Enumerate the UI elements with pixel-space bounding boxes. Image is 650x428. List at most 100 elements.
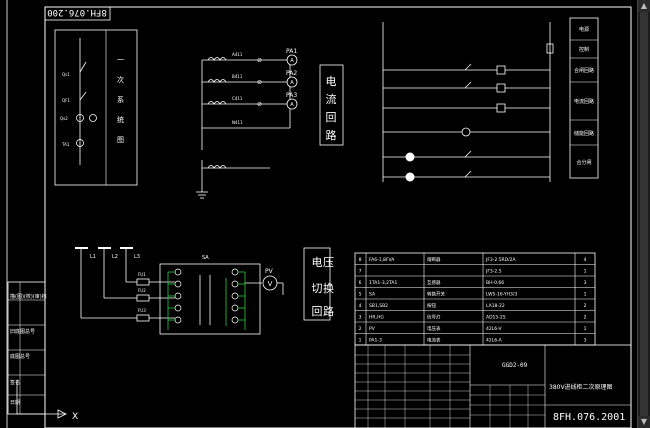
bom-cell-spec: 42L6-A <box>486 337 503 343</box>
drawing-code-top: 8FH.076.200 <box>47 7 107 17</box>
bom-cell-qty: 3 <box>584 280 587 286</box>
legend-0: 电源 <box>579 26 589 33</box>
bom-cell-name: 互感器 <box>427 279 441 286</box>
primary-title-1: 一 <box>117 56 124 64</box>
side-label-3: 签名 <box>10 379 20 386</box>
title-block: GGD2-09 380V进线柜二次原理图 8FH.076.2001 <box>354 344 632 428</box>
scroll-thumb[interactable] <box>640 12 648 416</box>
svg-text:A: A <box>290 102 294 108</box>
drawing-code-bottom: 8FH.076.2001 <box>553 412 625 423</box>
primary-label-qs2: Qs2 <box>60 116 68 121</box>
bom-cell-code: PV <box>369 326 376 332</box>
primary-title-3: 系 <box>117 95 124 104</box>
vertical-scrollbar[interactable]: ▲ ▼ <box>637 0 650 428</box>
current-title-2: 流 <box>326 92 337 106</box>
bom-cell-name: 熔断器 <box>427 256 441 263</box>
bom-cell-code: PA1-3 <box>369 337 382 343</box>
legend-4: 储能回路 <box>574 130 594 137</box>
bom-cell-no: 1 <box>359 337 362 343</box>
svg-text:V: V <box>268 280 273 288</box>
legend-1: 控制 <box>579 46 589 53</box>
bom-cell-name: 信号灯 <box>427 313 441 320</box>
legend-5: 合分闸 <box>576 159 591 166</box>
scroll-up-icon[interactable]: ▲ <box>638 0 650 12</box>
bom-cell-code: 1TA1-3,2TA1 <box>369 280 397 286</box>
ct-line-a: A411 <box>232 52 243 57</box>
primary-title-2: 次 <box>117 75 124 84</box>
primary-label-ta1: TA1 <box>61 142 70 147</box>
primary-title-5: 图 <box>117 136 124 144</box>
switch-sa-label: SA <box>202 255 209 261</box>
voltage-title-3: 切 <box>312 282 323 295</box>
bom-cell-qty: 1 <box>584 268 587 274</box>
primary-label-qs1: Qs1 <box>62 72 70 77</box>
bom-cell-spec: JF3-2.5RD/2A <box>485 257 517 263</box>
bom-cell-no: 3 <box>359 314 362 320</box>
ct-line-b: B411 <box>232 74 243 79</box>
bom-cell-qty: 2 <box>584 314 587 320</box>
meter-pa3: PA3 <box>286 92 297 99</box>
bom-cell-name: 电流表 <box>427 336 441 343</box>
bom-cell-name: 按钮 <box>427 302 436 309</box>
ucs-x-label: X <box>72 412 78 422</box>
bom-cell-spec: LW5-16-YH3/3 <box>486 291 517 297</box>
project-title: 380V进线柜二次原理图 <box>549 383 613 391</box>
bom-cell-spec: 42L6-V <box>486 326 502 332</box>
bom-cell-qty: 4 <box>584 257 587 263</box>
bom-cell-code: FA6-1,8FVA <box>369 257 395 263</box>
scroll-down-icon[interactable]: ▼ <box>638 416 650 428</box>
side-label-1: 旧底图总号 <box>10 328 35 335</box>
side-label-2: 底图总号 <box>10 353 30 360</box>
fuse-3: FU3 <box>138 308 146 313</box>
svg-text:A: A <box>290 80 294 86</box>
voltmeter-label: PV <box>265 268 274 275</box>
ucs-icon: X <box>16 380 78 422</box>
svg-text:⊘: ⊘ <box>257 79 262 86</box>
bom-cell-code: SA <box>369 291 376 297</box>
bom-cell-no: 4 <box>359 303 362 309</box>
meter-pa2: PA2 <box>286 70 297 77</box>
primary-system-diagram: 一 次 系 统 图 Qs1 QF1 Qs2 TA1 <box>54 29 138 186</box>
bom-cell-no: 7 <box>359 268 362 274</box>
ct-line-n: N411 <box>232 120 243 125</box>
bom-cell-qty: 1 <box>584 291 587 297</box>
project-code: GGD2-09 <box>502 362 528 369</box>
bom-cell-no: 5 <box>359 291 362 297</box>
ct-line-c: C411 <box>232 96 243 101</box>
current-title-1: 电 <box>326 75 337 88</box>
svg-text:⊘: ⊘ <box>257 57 262 64</box>
fuse-1: FU1 <box>138 272 146 277</box>
side-label-4: 日期 <box>10 400 20 406</box>
primary-title-4: 统 <box>117 115 124 124</box>
primary-label-qf1: QF1 <box>62 98 70 103</box>
current-title-3: 回 <box>326 111 337 124</box>
svg-text:⊘: ⊘ <box>257 101 262 108</box>
bom-cell-no: 8 <box>359 257 362 263</box>
bom-cell-code: HR,HG <box>369 314 384 320</box>
voltage-title-6: 路 <box>323 305 334 318</box>
legend-3: 电流回路 <box>574 98 594 105</box>
phase-l3: L3 <box>134 254 140 260</box>
phase-l1: L1 <box>90 254 96 260</box>
bom-cell-code: SB1,SB2 <box>369 303 388 309</box>
legend-2: 合闸回路 <box>574 67 594 74</box>
fuse-2: FU2 <box>138 288 146 293</box>
phase-l2: L2 <box>112 254 118 260</box>
side-label-0: 描(图)(校)(审)核 <box>10 293 47 300</box>
bom-cell-no: 2 <box>359 326 362 332</box>
bom-cell-qty: 1 <box>584 326 587 332</box>
bom-cell-name: 转换开关 <box>427 290 445 297</box>
bom-cell-qty: 2 <box>584 303 587 309</box>
bom-cell-spec: BH-0.66 <box>486 280 504 286</box>
current-title-4: 路 <box>326 129 337 142</box>
bom-cell-no: 6 <box>359 280 362 286</box>
bom-cell-name: 电压表 <box>427 325 441 332</box>
current-circuit: A411 B411 C411 N411 ⊘ ⊘ ⊘ A A A PA1 PA2 … <box>196 48 344 199</box>
control-circuit: 电源 控制 合闸回路 电流回路 储能回路 合分闸 <box>382 17 599 182</box>
drawing-border <box>44 6 632 428</box>
voltage-title-5: 回 <box>312 305 323 318</box>
voltage-title-4: 换 <box>323 281 334 295</box>
bom-cell-qty: 3 <box>584 337 587 343</box>
